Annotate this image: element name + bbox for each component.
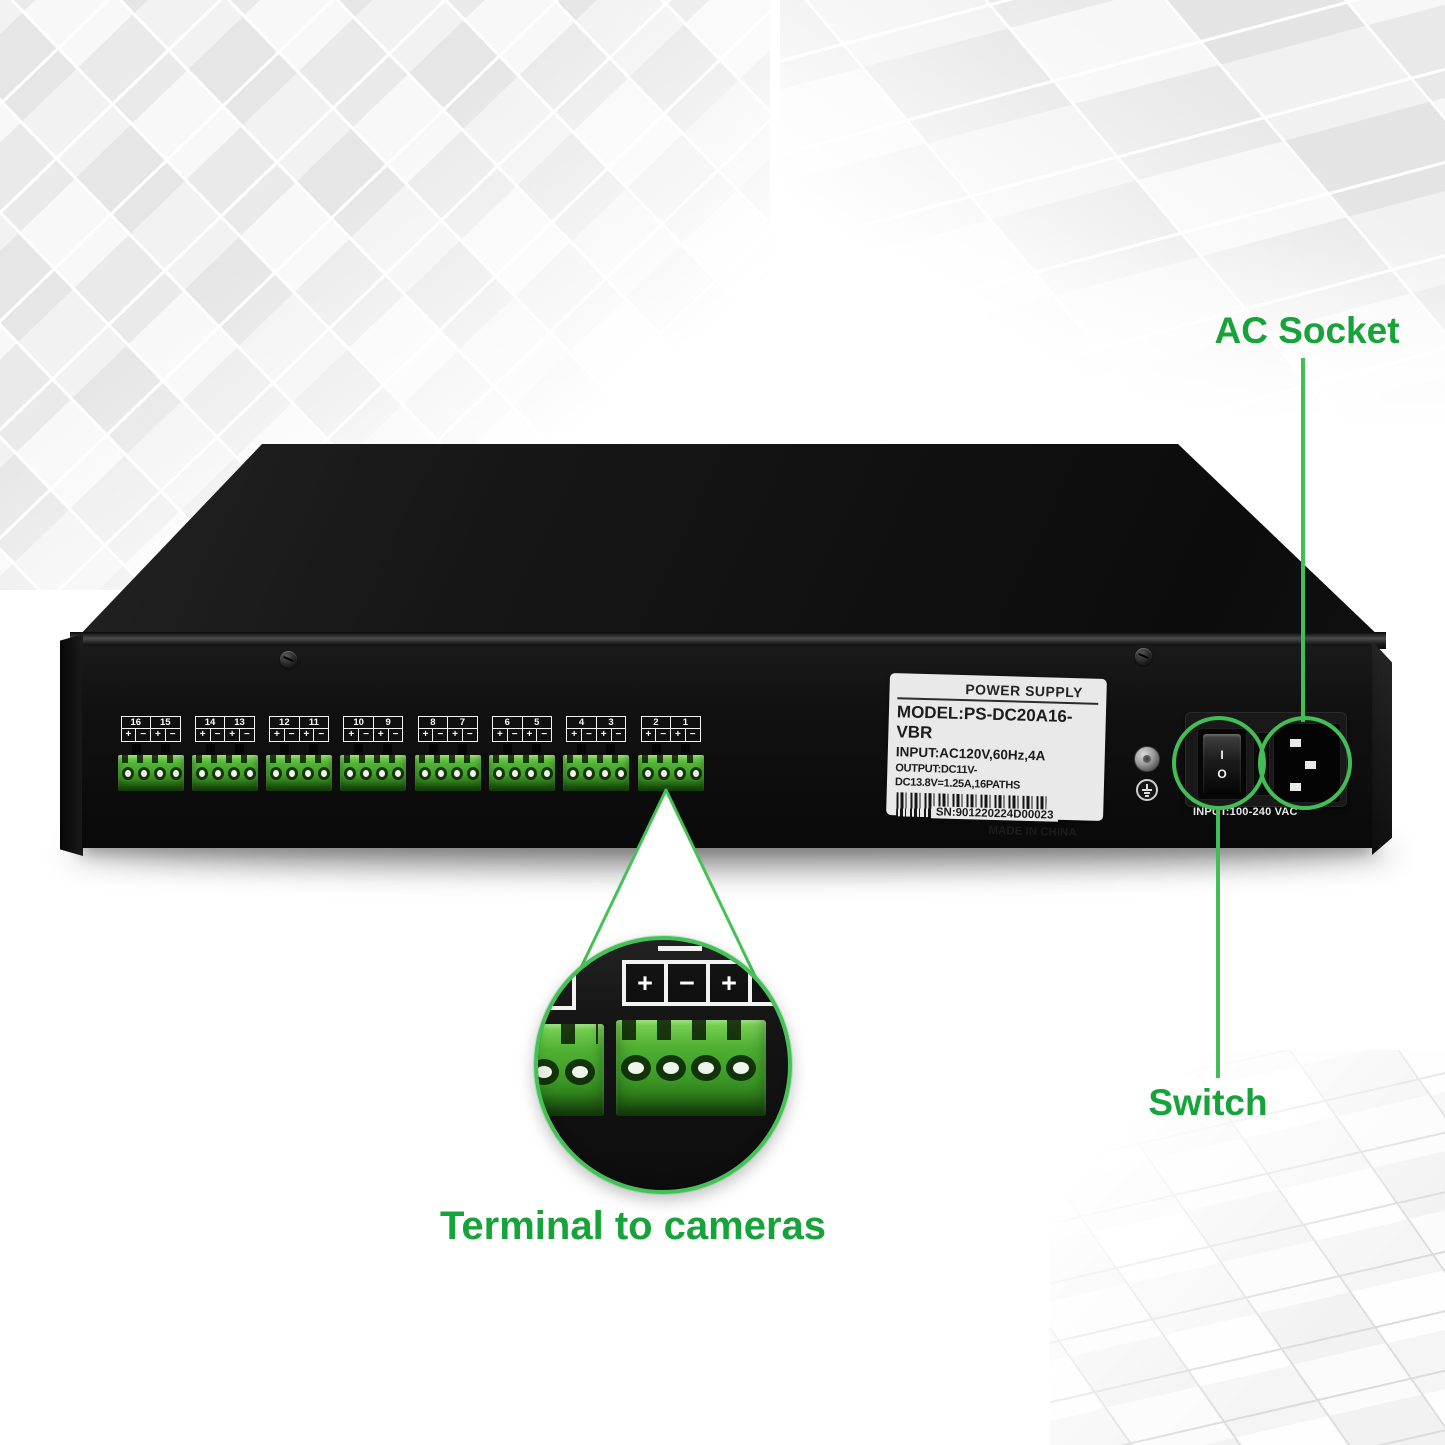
panel-screw-right [1135, 648, 1152, 665]
inset-polarity-cell: + [622, 960, 668, 1006]
device-left-side [60, 634, 83, 856]
ac-socket-leader-line [1301, 358, 1305, 722]
inset-polarity-cell: + [706, 960, 752, 1006]
label-serial-text: SN:901220224D00023 [930, 806, 1059, 822]
inset-label-fragment [538, 964, 576, 1010]
inset-terminal-block [616, 1020, 766, 1116]
terminal-magnifier-inset: +−+− [534, 936, 792, 1194]
background-mosaic-bottom-right [1050, 1050, 1445, 1445]
callout-ac-socket: AC Socket [1214, 310, 1400, 351]
product-label: POWER SUPPLY MODEL:PS-DC20A16-VBR INPUT:… [886, 672, 1107, 839]
panel-screw-left [280, 651, 297, 668]
device-front-lip [70, 632, 1386, 649]
inset-polarity-cell: − [664, 960, 710, 1006]
switch-highlight-ring [1172, 716, 1266, 810]
terminal-block [266, 744, 333, 791]
inset-polarity-cell: − [748, 960, 788, 1006]
switch-leader-line [1216, 806, 1220, 1078]
terminal-block [414, 744, 481, 791]
terminal-block [637, 744, 704, 791]
device-right-side [1372, 641, 1392, 855]
label-model: MODEL:PS-DC20A16-VBR [896, 702, 1073, 743]
mosaic-pattern [780, 0, 1445, 440]
terminal-block [191, 744, 258, 791]
inset-polarity-row: +−+− [622, 960, 788, 1006]
callout-switch: Switch [1148, 1082, 1268, 1123]
inset-terminal-block-partial [538, 1024, 604, 1116]
ac-socket-highlight-ring [1258, 716, 1352, 810]
terminal-block [489, 744, 555, 791]
background-mosaic-top-right [780, 0, 1445, 440]
terminal-block [117, 744, 184, 791]
terminal-block [340, 744, 407, 791]
inset-label-tick [658, 946, 702, 951]
terminal-block [563, 744, 630, 791]
label-output-spec: OUTPUT:DC11V-DC13.8V=1.25A,16PATHS [894, 762, 1021, 792]
torx-screw-icon [1134, 746, 1160, 772]
ground-symbol-icon [1136, 779, 1158, 801]
callout-terminal: Terminal to cameras [439, 1204, 827, 1248]
